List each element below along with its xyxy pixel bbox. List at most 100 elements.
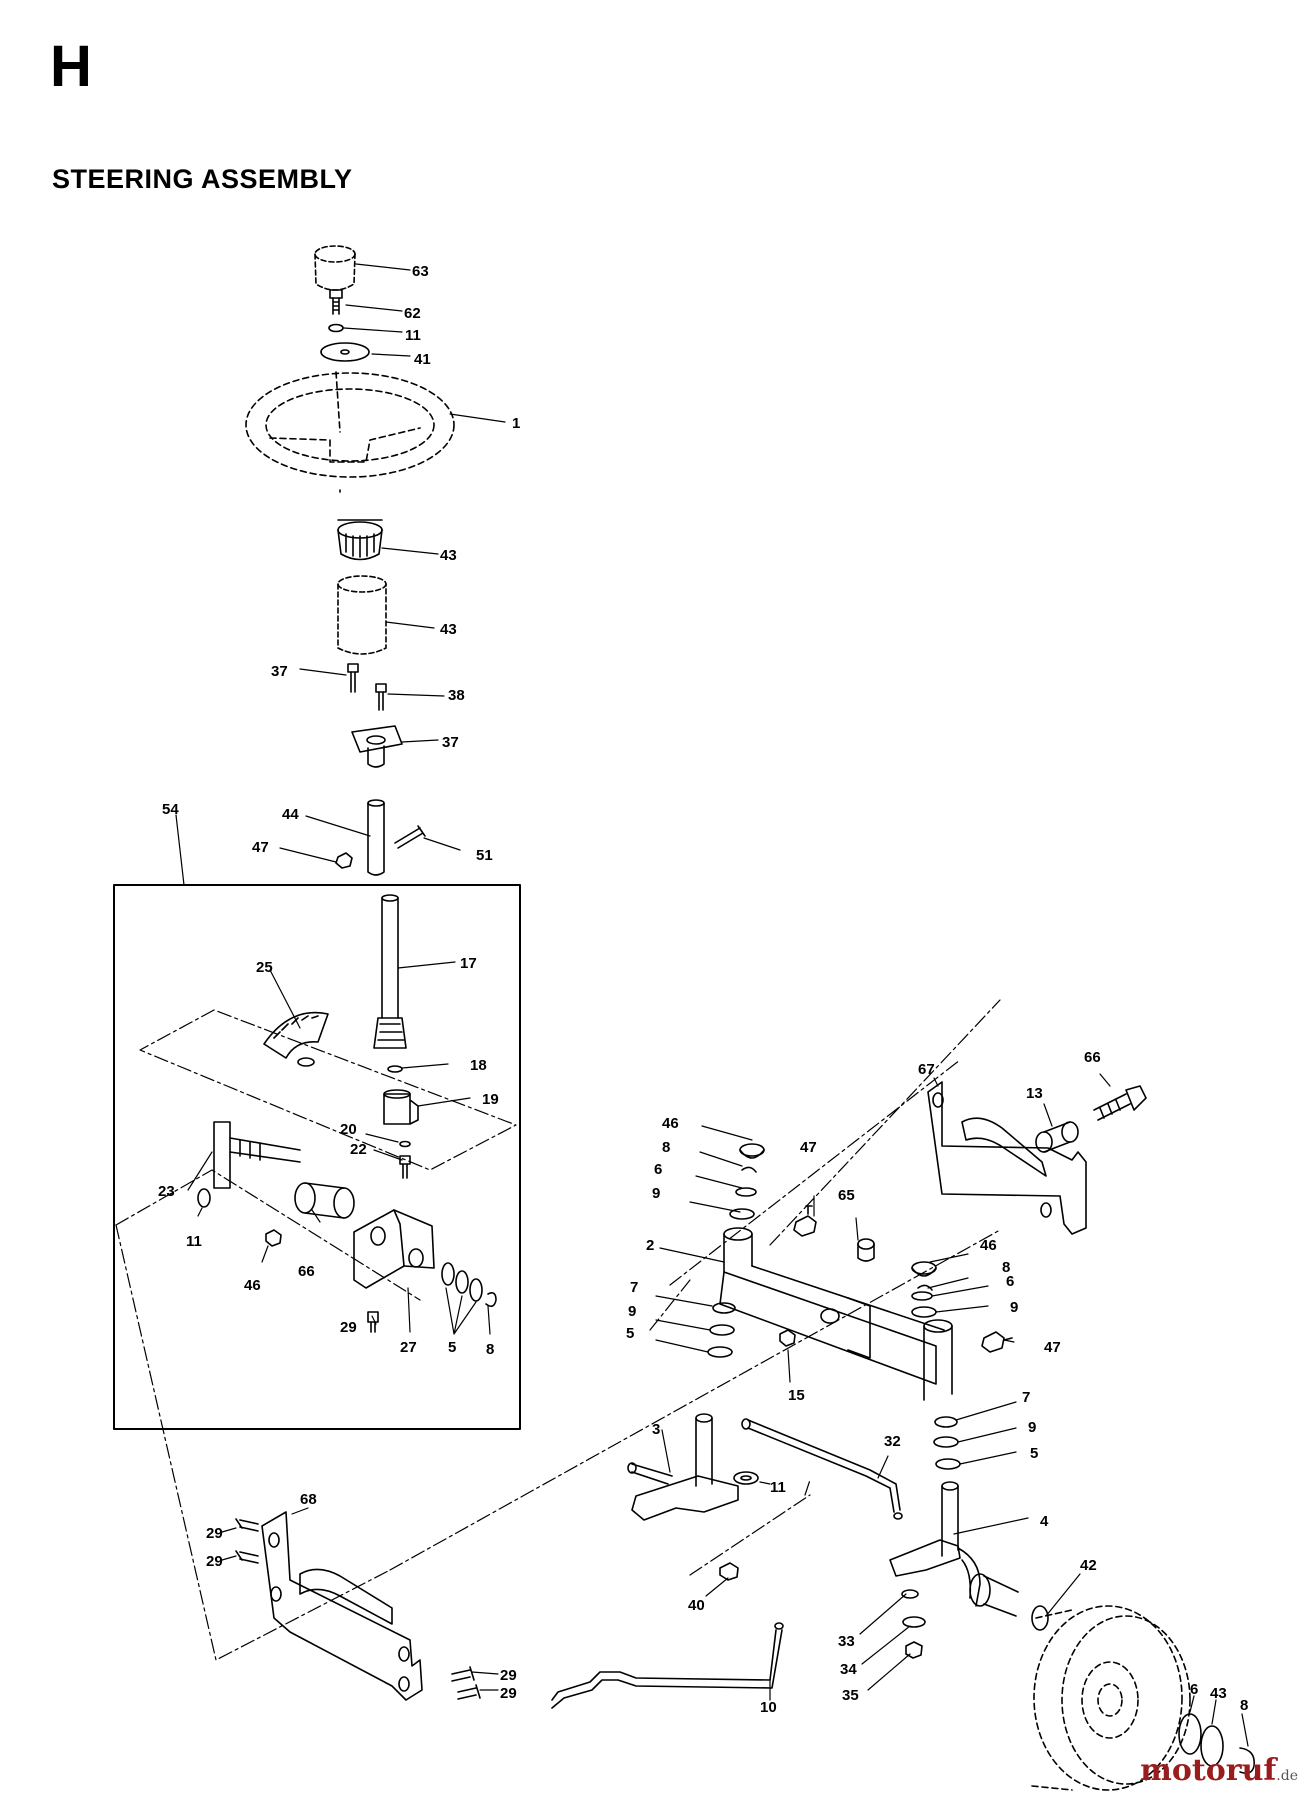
- callout-label: 7: [1022, 1389, 1030, 1406]
- axle-bracket-right: [927, 1081, 1087, 1235]
- callout-label: 18: [470, 1057, 487, 1074]
- callout-label: 42: [1080, 1557, 1097, 1574]
- callout-label: 43: [440, 621, 457, 638]
- callout-label: 47: [252, 839, 269, 856]
- screw-left: [347, 663, 359, 693]
- callout-label: 47: [1044, 1339, 1061, 1356]
- callout-label: 9: [628, 1303, 636, 1320]
- shaft-nut: [335, 852, 353, 869]
- shaft-bolt: [394, 825, 426, 849]
- page-title: STEERING ASSEMBLY: [52, 164, 353, 194]
- washer-33: [901, 1589, 919, 1599]
- callout-label: 46: [244, 1277, 261, 1294]
- collar-washer: [399, 1140, 411, 1148]
- steering-shaft: [373, 894, 407, 1049]
- callout-label: 46: [662, 1115, 679, 1132]
- subassembly-box: [113, 884, 521, 1430]
- steering-wheel: [245, 371, 455, 478]
- assembly-guides: [115, 999, 1001, 1661]
- callout-labels: 63 62 11 41 1 43 43 37 38 37 54 44 47 51…: [158, 263, 1248, 1716]
- callout-label: 10: [760, 1699, 777, 1716]
- washer-5-right: [935, 1458, 961, 1470]
- tire-washer-6: [1178, 1713, 1202, 1755]
- knob-bolt: [329, 289, 343, 315]
- bracket-washer: [197, 1188, 211, 1208]
- washer-7-right: [934, 1416, 958, 1428]
- grease-fitting-left: [793, 1205, 817, 1237]
- callout-label: 62: [404, 305, 421, 322]
- callout-label: 43: [1210, 1685, 1227, 1702]
- spindle-washer: [733, 1471, 759, 1485]
- axle-bracket-left: [261, 1511, 423, 1701]
- washer-stack: [441, 1262, 483, 1302]
- callout-label: 11: [186, 1233, 202, 1250]
- grease-fitting-right: [981, 1331, 1013, 1353]
- watermark-logo: motoruf.de: [1140, 1753, 1298, 1788]
- callout-label: 17: [460, 955, 477, 972]
- washer-5-left: [707, 1346, 733, 1358]
- callout-label: 44: [282, 806, 299, 823]
- callout-label: 7: [630, 1279, 638, 1296]
- callout-label: 25: [256, 959, 273, 976]
- callout-label: 66: [1084, 1049, 1101, 1066]
- callout-label: 6: [1006, 1273, 1014, 1290]
- callout-label: 67: [918, 1061, 935, 1078]
- callout-label: 35: [842, 1687, 859, 1704]
- callout-label: 5: [448, 1339, 456, 1356]
- callout-label: 29: [206, 1553, 223, 1570]
- callout-label: 65: [838, 1187, 855, 1204]
- callout-label: 41: [414, 351, 431, 368]
- callout-label: 22: [350, 1141, 367, 1158]
- callout-label: 66: [298, 1263, 315, 1280]
- e-clip: [485, 1292, 497, 1308]
- clip-left: [741, 1166, 757, 1173]
- drag-link: [551, 1622, 784, 1709]
- callout-label: 34: [840, 1661, 857, 1678]
- callout-label: 29: [206, 1525, 223, 1542]
- shaft-washer: [387, 1065, 403, 1073]
- spindle-nut: [719, 1562, 739, 1581]
- clip-right: [917, 1284, 933, 1291]
- pivot-bracket: [213, 1121, 301, 1189]
- callout-label: 37: [271, 663, 288, 680]
- callout-label: 27: [400, 1339, 417, 1356]
- callout-label: 8: [662, 1139, 670, 1156]
- callout-label: 5: [1030, 1445, 1038, 1462]
- callout-label: 63: [412, 263, 429, 280]
- callout-label: 46: [980, 1237, 997, 1254]
- watermark-suffix: .de: [1276, 1768, 1298, 1784]
- callout-label: 8: [1002, 1259, 1010, 1276]
- callout-label: 8: [486, 1341, 494, 1358]
- washer-34: [902, 1616, 926, 1628]
- bracket-bolt: [367, 1311, 379, 1333]
- callout-label: 19: [482, 1091, 499, 1108]
- bracket-nut: [265, 1229, 282, 1247]
- callout-label: 9: [1028, 1419, 1036, 1436]
- callout-label: 54: [162, 801, 179, 818]
- shaft-collar: [383, 1089, 419, 1125]
- screw-right: [375, 683, 387, 711]
- spacer-washer-inner: [1031, 1605, 1049, 1631]
- spindle-right: [889, 1481, 1019, 1617]
- axle-bushing: [857, 1238, 875, 1262]
- callout-label: 40: [688, 1597, 705, 1614]
- axle-nut: [779, 1329, 796, 1347]
- tire-washer-43: [1200, 1725, 1224, 1767]
- washer-6-right: [911, 1291, 933, 1301]
- callout-label: 6: [1190, 1681, 1198, 1698]
- callout-label: 11: [405, 327, 421, 344]
- tire-e-clip: [1239, 1747, 1256, 1774]
- axle-cap-right: [911, 1261, 937, 1277]
- sector-gear: [263, 1011, 329, 1067]
- callout-label: 15: [788, 1387, 805, 1404]
- callout-label: 29: [500, 1667, 517, 1684]
- washer-9b-right: [933, 1436, 959, 1448]
- callout-label: 13: [1026, 1085, 1043, 1102]
- callout-label: 23: [158, 1183, 175, 1200]
- callout-label: 47: [800, 1139, 817, 1156]
- callout-label: 37: [442, 734, 459, 751]
- callout-label: 9: [1010, 1299, 1018, 1316]
- washer-7-left: [712, 1302, 736, 1314]
- collar-screw: [399, 1155, 411, 1179]
